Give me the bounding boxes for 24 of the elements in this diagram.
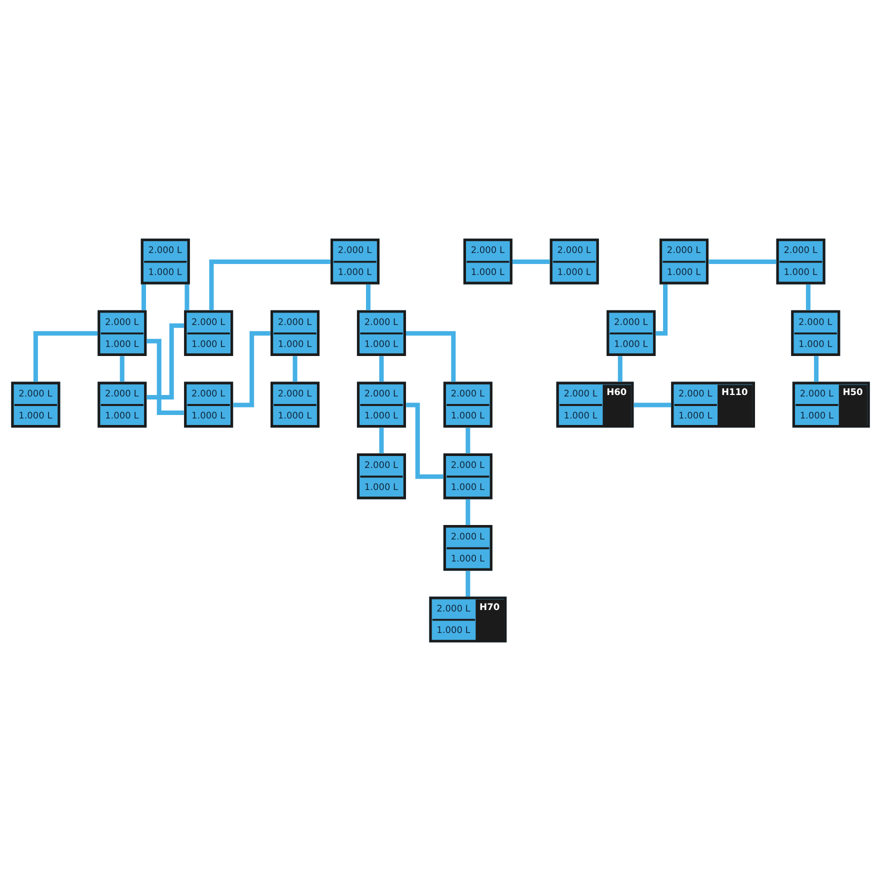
connector xyxy=(146,323,184,400)
connector xyxy=(466,428,470,454)
connector xyxy=(708,260,776,264)
connector xyxy=(656,284,668,336)
connector xyxy=(379,428,384,454)
connector xyxy=(512,260,550,264)
connector xyxy=(406,331,456,382)
connector xyxy=(406,402,444,479)
connector xyxy=(209,260,330,310)
connector xyxy=(379,356,384,382)
connector xyxy=(618,356,622,382)
connector xyxy=(120,356,124,382)
connector xyxy=(292,356,298,382)
connector xyxy=(184,284,190,310)
connector xyxy=(33,331,98,382)
connector xyxy=(814,356,819,382)
connector xyxy=(366,284,370,310)
connector xyxy=(146,338,184,416)
connector xyxy=(233,331,270,408)
connector xyxy=(806,284,810,310)
connector xyxy=(142,284,146,310)
connector xyxy=(634,402,671,408)
connector xyxy=(466,570,470,596)
connector xyxy=(466,499,470,525)
